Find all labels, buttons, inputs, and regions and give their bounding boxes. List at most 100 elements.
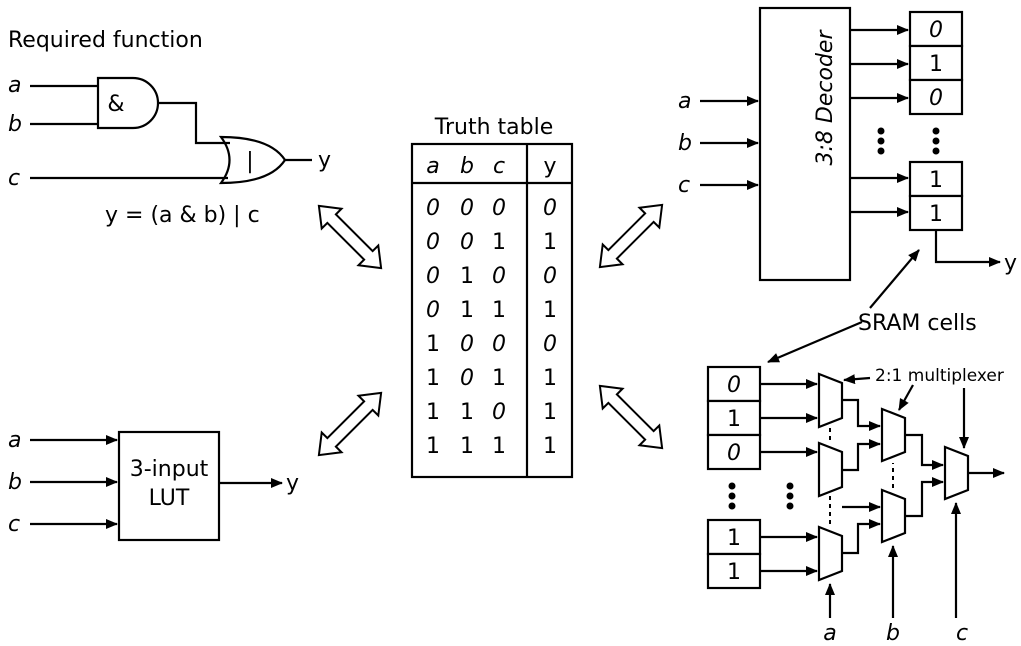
decoder-block [758, 6, 852, 282]
decoder-cell-value: 1 [929, 202, 943, 227]
mux-sram-cell [706, 399, 762, 437]
lut-label-line1: 3-input [130, 457, 209, 482]
decoder-input-a-label: a [678, 89, 691, 114]
sram-cells-label: SRAM cells [858, 311, 977, 336]
truth-table-cell: 1 [426, 332, 440, 357]
truth-table-header-a: a [426, 154, 439, 179]
or-gate [218, 135, 287, 185]
truth-table-cell: 0 [492, 400, 506, 425]
truth-table-cell: 1 [492, 366, 506, 391]
truth-table-title: Truth table [434, 115, 553, 140]
decoder-input-c-label: c [678, 173, 690, 198]
decoder-label: 3:8 Decoder [813, 29, 838, 166]
truth-table-cell: 0 [543, 264, 557, 289]
lut-label-line2: LUT [149, 486, 190, 511]
truth-table-header-b: b [460, 154, 474, 179]
mux-wire [842, 398, 881, 431]
output-y-label: y [318, 148, 331, 173]
decoder-cell-value: 0 [929, 86, 943, 111]
mux-pointer-level2 [898, 384, 914, 411]
truth-table-cell: 0 [492, 332, 506, 357]
mux-select-c-label: c [956, 621, 968, 646]
mux-select-a-label: a [823, 621, 836, 646]
decoder-ellipsis [877, 127, 940, 155]
decoder-panel: a b c 3:8 Decoder 0 1 0 1 1 y [678, 6, 1017, 282]
truth-table-cell: 0 [543, 332, 557, 357]
truth-table-cell: 0 [460, 332, 474, 357]
lut-output-y-label: y [286, 471, 299, 496]
mux-sram-cell [706, 433, 762, 471]
truth-table-cell: 0 [426, 264, 440, 289]
mux-level2 [880, 488, 907, 544]
mux-wire [842, 519, 881, 555]
truth-table-cell: 0 [426, 230, 440, 255]
lut-block [117, 430, 221, 542]
mux-pointer-level1 [843, 374, 871, 385]
truth-table-cell: 1 [543, 366, 557, 391]
truth-table-border [410, 142, 574, 479]
double-arrow-top-right [598, 203, 664, 269]
truth-table-cell: 0 [460, 230, 474, 255]
required-function-title: Required function [8, 28, 203, 53]
truth-table-cell: 1 [460, 400, 474, 425]
mux-level1 [817, 372, 844, 429]
mux-wire [905, 433, 944, 470]
decoder-sram-cell [908, 160, 964, 198]
mux-wire [842, 439, 881, 472]
truth-table-cell: 0 [543, 196, 557, 221]
mux-ellipsis [728, 482, 794, 510]
equivalence-arrows [317, 203, 664, 457]
and-gate [96, 76, 160, 130]
truth-table-cell: 1 [543, 298, 557, 323]
truth-table-cell: 1 [543, 434, 557, 459]
required-function-panel: Required function a b c & | y y = (a & b… [8, 28, 331, 228]
decoder-sram-cell [908, 10, 964, 48]
truth-table-cell: 1 [460, 298, 474, 323]
or-gate-symbol: | [246, 149, 253, 174]
mux-cell-value: 1 [727, 560, 741, 585]
truth-table-cell: 1 [426, 434, 440, 459]
double-arrow-top-left [317, 204, 383, 270]
double-arrow-bottom-left [317, 391, 383, 457]
decoder-cell-value: 0 [929, 18, 943, 43]
input-c-label: c [8, 166, 20, 191]
decoder-output-y-label: y [1004, 251, 1017, 276]
truth-table-header-c: c [493, 154, 505, 179]
truth-table-cell: 0 [426, 298, 440, 323]
mux-wire [905, 477, 944, 518]
double-arrow-bottom-right [598, 384, 664, 450]
truth-table-cell: 1 [543, 400, 557, 425]
truth-table-cell: 1 [426, 366, 440, 391]
lut-input-b-label: b [8, 470, 22, 495]
truth-table-cell: 0 [492, 264, 506, 289]
decoder-sram-cell [908, 78, 964, 116]
sram-pointer-mux [767, 320, 863, 364]
lut-panel: a b c 3-input LUT y [8, 428, 299, 542]
truth-table-cell: 0 [460, 366, 474, 391]
truth-table-cell: 1 [543, 230, 557, 255]
mux-cell-value: 1 [727, 526, 741, 551]
and-gate-symbol: & [107, 92, 124, 117]
mux-label: 2:1 multiplexer [875, 366, 1004, 386]
lut-input-a-label: a [8, 428, 21, 453]
mux-cell-value: 0 [727, 373, 741, 398]
input-b-label: b [8, 112, 22, 137]
truth-table-cell: 1 [460, 264, 474, 289]
decoder-input-b-label: b [678, 131, 692, 156]
truth-table-cell: 0 [426, 196, 440, 221]
lut-input-c-label: c [8, 512, 20, 537]
wire-and-out [158, 101, 230, 145]
decoder-cell-value: 1 [929, 168, 943, 193]
truth-table-cell: 0 [492, 196, 506, 221]
function-equation: y = (a & b) | c [105, 203, 260, 228]
truth-table-cell: 1 [426, 400, 440, 425]
mux-level2 [880, 407, 907, 463]
truth-table-cell: 0 [460, 196, 474, 221]
sram-callout: SRAM cells [767, 249, 977, 364]
